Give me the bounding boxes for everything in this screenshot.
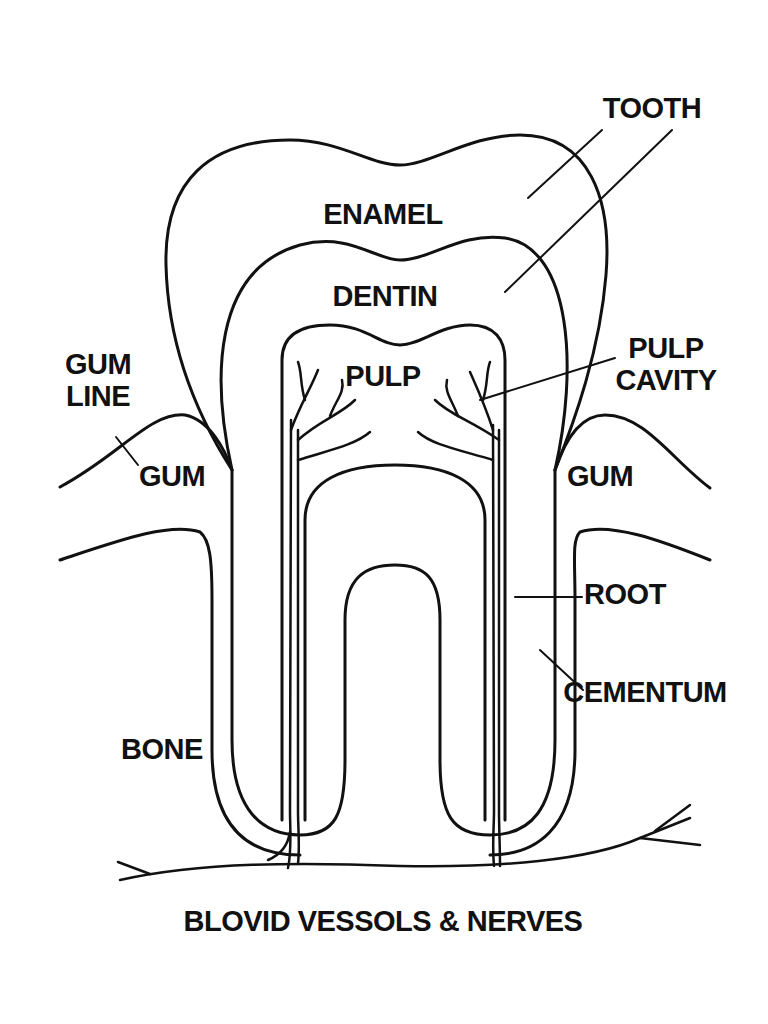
part-label: DENTIN xyxy=(333,280,438,312)
pulp-cavity-outline xyxy=(282,325,505,820)
tooth-outline xyxy=(166,135,607,835)
part-label: ENAMEL xyxy=(323,198,442,230)
caption-label: BLOVID VESSOLS & NERVES xyxy=(184,905,583,937)
part-label: CEMENTUM xyxy=(563,676,727,708)
part-label: TOOTH xyxy=(603,92,701,124)
pulp-cavity-outline xyxy=(305,465,485,820)
part-label: GUM xyxy=(567,460,633,492)
part-label: BONE xyxy=(121,733,203,765)
part-label: GUM LINE xyxy=(57,348,139,413)
nerve-lines xyxy=(118,362,700,880)
part-label: PULP CAVITY xyxy=(601,332,731,397)
part-label: GUM xyxy=(139,460,205,492)
part-label: ROOT xyxy=(584,578,666,610)
leader-lines xyxy=(116,130,672,690)
part-label: PULP xyxy=(345,360,420,392)
dentin-outline xyxy=(221,237,567,470)
bone-outline xyxy=(60,529,300,855)
